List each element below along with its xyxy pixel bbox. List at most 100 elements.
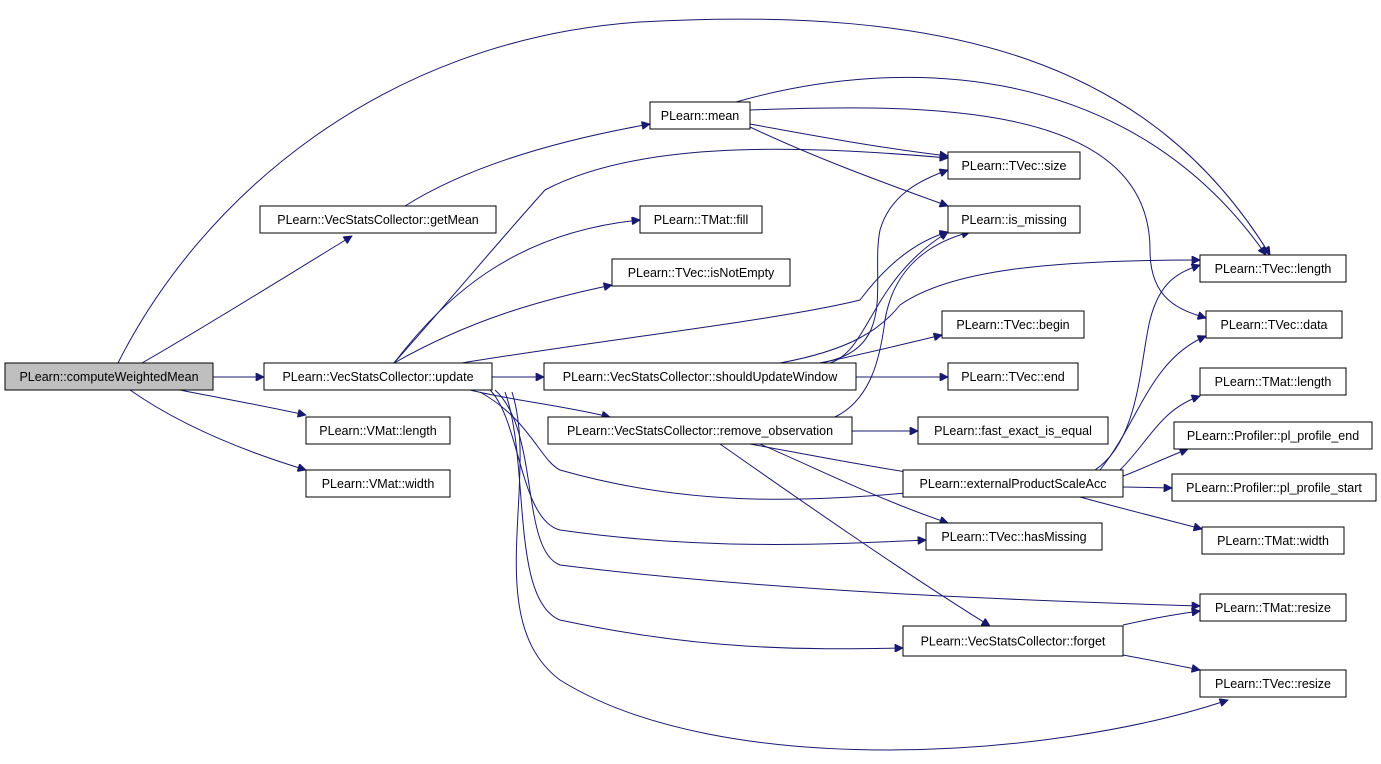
- edge-vsc-update-to-tvec-is-not-empty: [393, 285, 612, 364]
- node-tmat-resize[interactable]: PLearn::TMat::resize: [1199, 593, 1347, 622]
- node-is-missing[interactable]: PLearn::is_missing: [947, 205, 1081, 234]
- node-label: PLearn::VMat::length: [319, 424, 436, 438]
- node-label: PLearn::TMat::length: [1215, 375, 1332, 389]
- node-mean[interactable]: PLearn::mean: [649, 101, 751, 130]
- edge-vsc-update-to-tmat-resize: [494, 389, 1200, 606]
- edge-vsc-forget-to-tmat-resize: [1122, 611, 1200, 626]
- node-label: PLearn::TMat::width: [1217, 534, 1329, 548]
- edge-compute-weighted-mean-to-tvec-length: [117, 18, 1270, 364]
- node-tvec-data[interactable]: PLearn::TVec::data: [1205, 310, 1343, 339]
- node-box: [649, 101, 751, 130]
- node-box: [925, 522, 1103, 551]
- node-label: PLearn::VecStatsCollector::forget: [921, 635, 1106, 649]
- node-external-product-scale-acc[interactable]: PLearn::externalProductScaleAcc: [902, 469, 1124, 498]
- node-label: PLearn::TMat::fill: [654, 213, 748, 227]
- edge-compute-weighted-mean-to-vmat-length: [179, 389, 306, 415]
- node-label: PLearn::VMat::width: [322, 477, 435, 491]
- node-tmat-length[interactable]: PLearn::TMat::length: [1199, 367, 1347, 396]
- node-box: [1199, 593, 1347, 622]
- nodes: PLearn::computeWeightedMean PLearn::meanP…: [4, 101, 1377, 698]
- node-label: PLearn::TVec::data: [1220, 318, 1327, 332]
- edge-vsc-remove-observation-to-vsc-forget: [719, 443, 990, 626]
- node-box: [902, 625, 1124, 657]
- node-box: [947, 362, 1079, 391]
- node-box: [1201, 526, 1345, 555]
- edge-vsc-update-to-external-product-scale-acc: [479, 391, 920, 500]
- node-tmat-width[interactable]: PLearn::TMat::width: [1201, 526, 1345, 555]
- node-box: [263, 362, 493, 391]
- node-tmat-fill[interactable]: PLearn::TMat::fill: [639, 205, 763, 234]
- edge-vsc-forget-to-tvec-resize: [1122, 654, 1200, 670]
- edge-vsc-should-update-window-to-tvec-size: [819, 170, 948, 364]
- node-label: PLearn::is_missing: [961, 213, 1067, 227]
- node-tvec-is-not-empty[interactable]: PLearn::TVec::isNotEmpty: [611, 258, 791, 287]
- edge-vsc-update-to-is-missing: [461, 232, 948, 364]
- node-box: [305, 416, 451, 445]
- node-box: [1171, 473, 1377, 502]
- edge-external-product-scale-acc-to-profiler-pl-profile-end: [1122, 449, 1188, 477]
- edges: [117, 18, 1270, 751]
- node-box: [917, 416, 1109, 445]
- node-vsc-get-mean[interactable]: PLearn::VecStatsCollector::getMean: [259, 205, 497, 234]
- node-box: [947, 205, 1081, 234]
- node-label: PLearn::VecStatsCollector::update: [282, 370, 473, 384]
- node-label: PLearn::computeWeightedMean: [19, 370, 198, 384]
- edge-vsc-update-to-vsc-remove-observation: [469, 389, 610, 417]
- node-tvec-resize[interactable]: PLearn::TVec::resize: [1199, 669, 1347, 698]
- edge-vsc-update-to-tmat-fill: [393, 220, 640, 364]
- node-box: [4, 362, 214, 391]
- edge-vsc-should-update-window-to-tvec-length: [779, 260, 1200, 364]
- edge-external-product-scale-acc-to-tmat-width: [1079, 496, 1202, 529]
- edge-mean-to-tvec-length: [735, 76, 1266, 255]
- node-box: [902, 469, 1124, 498]
- node-label: PLearn::TVec::resize: [1215, 677, 1331, 691]
- node-box: [1199, 367, 1347, 396]
- node-box: [1205, 310, 1343, 339]
- node-box: [941, 310, 1085, 339]
- node-label: PLearn::VecStatsCollector::remove_observ…: [567, 424, 833, 438]
- node-label: PLearn::VecStatsCollector::shouldUpdateW…: [563, 370, 838, 384]
- node-vmat-width[interactable]: PLearn::VMat::width: [305, 469, 451, 498]
- edge-vsc-remove-observation-to-is-missing: [834, 232, 970, 418]
- node-label: PLearn::TMat::resize: [1215, 601, 1331, 615]
- edge-compute-weighted-mean-to-vsc-get-mean: [141, 236, 352, 364]
- node-box: [1199, 669, 1347, 698]
- node-tvec-size[interactable]: PLearn::TVec::size: [947, 151, 1081, 180]
- edge-mean-to-tvec-size: [749, 123, 948, 156]
- edge-vsc-should-update-window-to-is-missing: [829, 232, 948, 364]
- node-tvec-length[interactable]: PLearn::TVec::length: [1199, 254, 1347, 283]
- node-label: PLearn::TVec::begin: [956, 318, 1069, 332]
- node-tvec-end[interactable]: PLearn::TVec::end: [947, 362, 1079, 391]
- node-box: [1199, 254, 1347, 283]
- node-label: PLearn::TVec::end: [961, 370, 1065, 384]
- edge-vsc-update-to-tvec-has-missing: [489, 389, 926, 545]
- node-compute-weighted-mean: PLearn::computeWeightedMean: [4, 362, 214, 391]
- node-box: [305, 469, 451, 498]
- node-label: PLearn::externalProductScaleAcc: [920, 477, 1107, 491]
- node-vsc-forget[interactable]: PLearn::VecStatsCollector::forget: [902, 625, 1124, 657]
- node-label: PLearn::Profiler::pl_profile_start: [1186, 481, 1362, 495]
- node-label: PLearn::TVec::size: [962, 159, 1067, 173]
- node-profiler-pl-profile-start[interactable]: PLearn::Profiler::pl_profile_start: [1171, 473, 1377, 502]
- node-box: [1173, 421, 1373, 450]
- node-box: [259, 205, 497, 234]
- node-box: [543, 362, 857, 391]
- node-tvec-begin[interactable]: PLearn::TVec::begin: [941, 310, 1085, 339]
- node-vsc-remove-observation[interactable]: PLearn::VecStatsCollector::remove_observ…: [547, 416, 853, 445]
- node-label: PLearn::VecStatsCollector::getMean: [277, 213, 479, 227]
- edge-vsc-remove-observation-to-external-product-scale-acc: [749, 443, 925, 475]
- edge-external-product-scale-acc-to-profiler-pl-profile-start: [1122, 487, 1172, 488]
- node-box: [611, 258, 791, 287]
- edge-vsc-should-update-window-to-tvec-begin: [819, 335, 942, 364]
- node-vmat-length[interactable]: PLearn::VMat::length: [305, 416, 451, 445]
- node-label: PLearn::TVec::length: [1215, 262, 1332, 276]
- node-vsc-update[interactable]: PLearn::VecStatsCollector::update: [263, 362, 493, 391]
- node-tvec-has-missing[interactable]: PLearn::TVec::hasMissing: [925, 522, 1103, 551]
- edge-external-product-scale-acc-to-tmat-length: [1119, 396, 1200, 471]
- node-profiler-pl-profile-end[interactable]: PLearn::Profiler::pl_profile_end: [1173, 421, 1373, 450]
- node-fast-exact-is-equal[interactable]: PLearn::fast_exact_is_equal: [917, 416, 1109, 445]
- edge-compute-weighted-mean-to-vmat-width: [129, 389, 306, 470]
- node-vsc-should-update-window[interactable]: PLearn::VecStatsCollector::shouldUpdateW…: [543, 362, 857, 391]
- node-label: PLearn::Profiler::pl_profile_end: [1187, 429, 1359, 443]
- edge-vsc-update-to-tvec-size: [393, 148, 948, 364]
